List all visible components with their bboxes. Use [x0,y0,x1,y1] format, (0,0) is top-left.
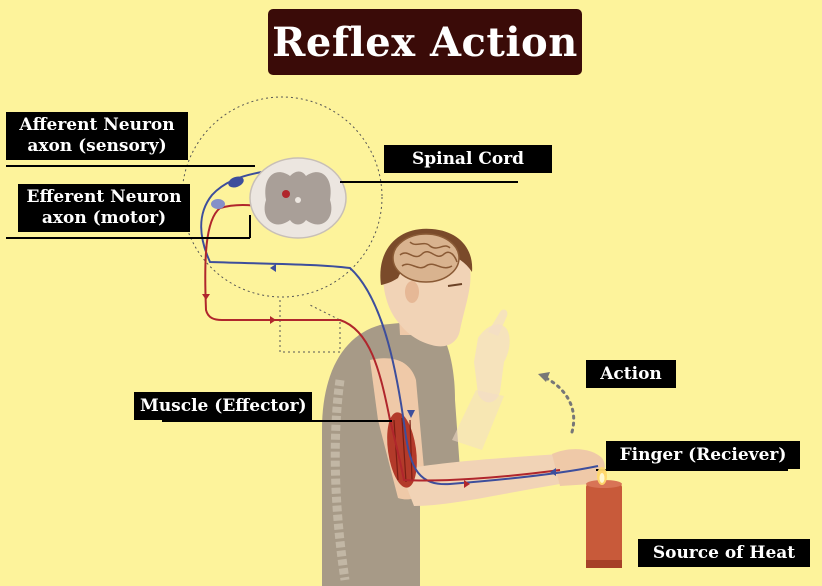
raised-hand [474,324,510,403]
sensory-nerve-path [200,170,599,486]
flame-icon [597,467,607,485]
ganglion-icon [228,176,244,188]
curved-arrow-icon [538,372,576,434]
neuron-body [282,190,290,198]
action-label: Action [586,360,676,388]
ganglion-icon [211,199,225,209]
raised-finger [488,309,508,336]
afferent-label-line1: Afferent Neuron [19,115,175,135]
efferent-label-line2: axon (motor) [41,208,167,228]
spine-outline [330,379,350,581]
hand [552,449,605,486]
raised-forearm [452,390,504,450]
afferent-neuron-label: Afferent Neuron axon (sensory) [6,112,188,160]
eyebrow [447,283,463,287]
finger-receiver-label: Finger (Reciever) [606,441,800,469]
ear [405,281,419,303]
sensory-arrowhead [270,264,276,272]
afferent-label-line2: axon (sensory) [27,136,167,156]
brain-icon [392,233,460,283]
efferent-label-line1: Efferent Neuron [26,187,182,207]
motor-arrowhead [270,316,276,324]
sensory-arrowhead [407,410,415,418]
efferent-neuron-label: Efferent Neuron axon (motor) [18,184,190,232]
motor-arrowhead [464,480,470,488]
motor-arrowhead [202,294,210,300]
dotted-zoom-circle [181,96,383,298]
spinal-cord-cross-section [211,157,347,239]
candle-icon [586,480,622,568]
page-title: Reflex Action [268,9,582,75]
muscle-icon [387,412,417,488]
sensory-arrowhead [550,468,556,476]
dotted-connector-icon [279,300,341,353]
muscle-effector-label: Muscle (Effector) [134,392,312,420]
spinal-cord-label: Spinal Cord [384,145,552,173]
source-of-heat-label: Source of Heat [638,539,810,567]
